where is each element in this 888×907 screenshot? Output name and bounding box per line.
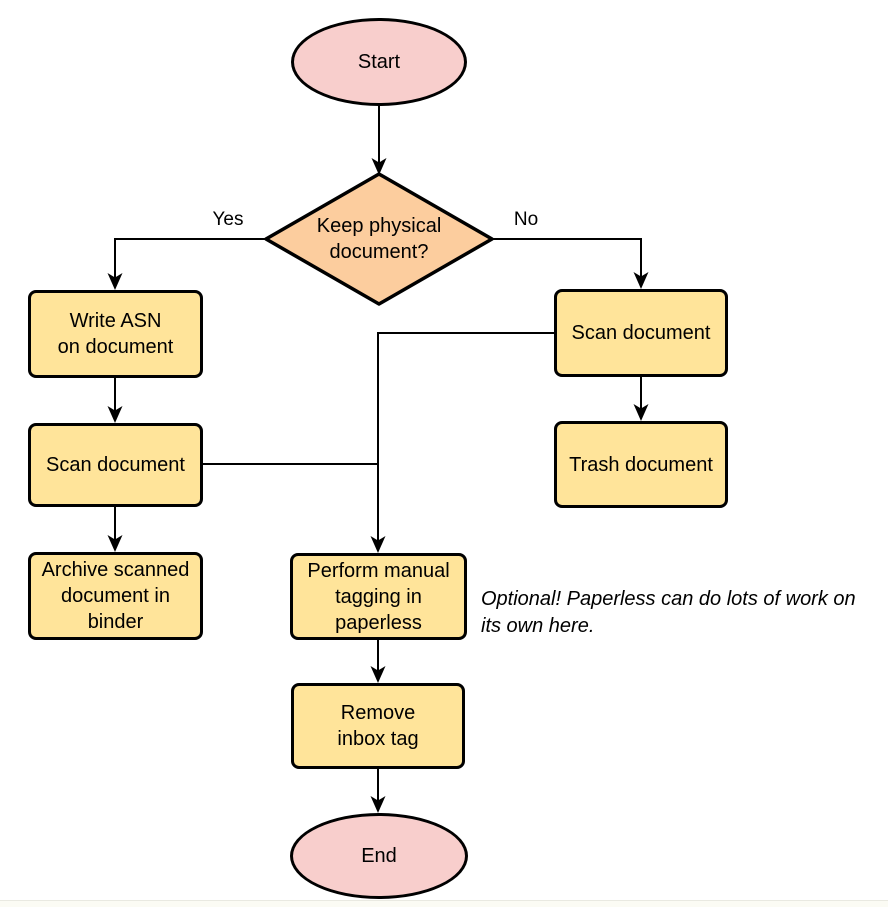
node-scan-left: Scan document [28, 423, 203, 507]
node-write-asn: Write ASN on document [28, 290, 203, 378]
node-trash-label: Trash document [569, 453, 713, 476]
node-archive-label: Archive scanned document in binder [41, 559, 190, 633]
node-end-label: End [361, 845, 397, 867]
node-archive: Archive scanned document in binder [28, 552, 203, 640]
arrowhead-into-decision [371, 158, 387, 175]
edge-scan-right-to-tagging [377, 332, 554, 541]
node-write-asn-label: Write ASN on document [57, 310, 174, 358]
edge-label-no: No [513, 209, 539, 230]
node-scan-left-label: Scan document [46, 454, 185, 476]
arrowhead-into-write-asn [107, 273, 123, 290]
arrowhead-into-archive [107, 535, 123, 552]
arrowhead-into-scan-right [633, 272, 649, 289]
node-trash: Trash document [554, 421, 728, 508]
node-remove-inbox: Remove inbox tag [291, 683, 465, 769]
arrowhead-into-tagging [370, 536, 386, 553]
node-scan-right-label: Scan document [571, 322, 711, 344]
node-tagging: Perform manual tagging in paperless [290, 553, 467, 640]
decision-diamond-shape [264, 172, 494, 306]
page-bottom-strip [0, 900, 888, 907]
edge-decision-no-to-scan-right [492, 238, 642, 277]
arrowhead-into-trash [633, 404, 649, 421]
node-decision-label: Keep physical document? [316, 215, 442, 263]
node-tagging-label: Perform manual tagging in paperless [307, 559, 450, 634]
edge-decision-yes-to-write-asn [114, 238, 266, 278]
node-end: End [290, 813, 468, 899]
arrowhead-into-scan-left [107, 406, 123, 423]
edge-label-yes: Yes [212, 209, 244, 230]
arrowhead-into-remove-inbox [370, 666, 386, 683]
node-decision: Keep physical document? [279, 212, 479, 266]
arrowhead-into-end [370, 796, 386, 813]
node-start-label: Start [357, 51, 401, 73]
node-scan-right: Scan document [554, 289, 728, 377]
node-start: Start [291, 18, 467, 106]
annotation-note: Optional! Paperless can do lots of work … [481, 588, 856, 637]
node-remove-inbox-label: Remove inbox tag [337, 702, 419, 750]
